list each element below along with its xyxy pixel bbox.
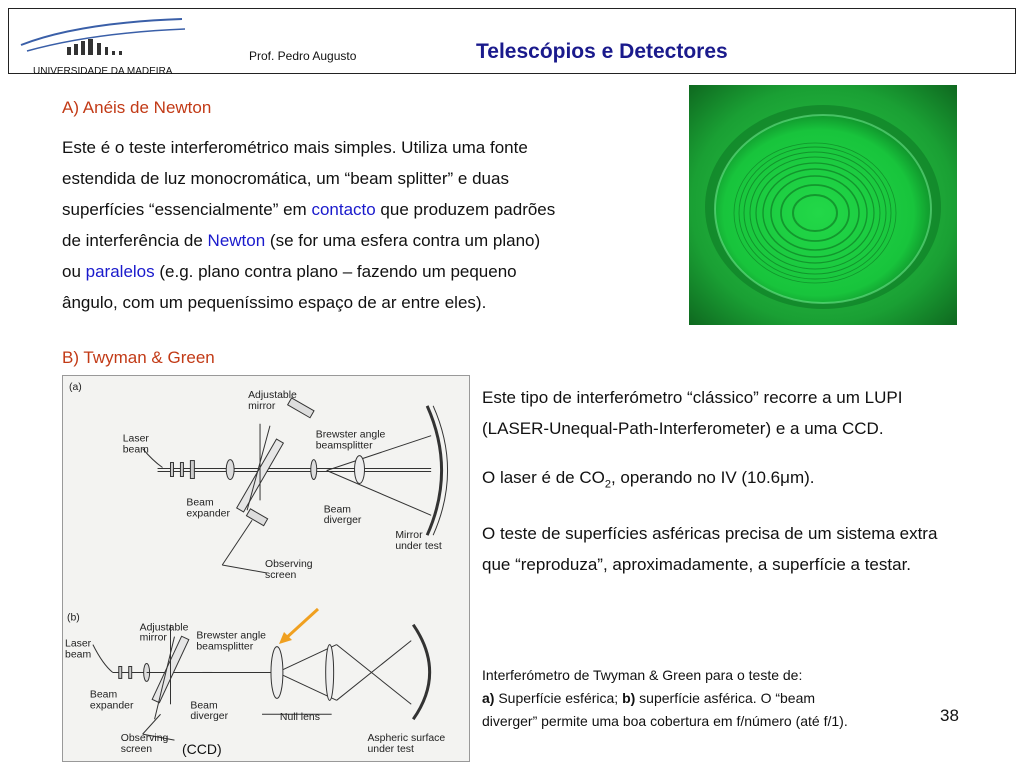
aspheric-line-2: que “reproduza”, aproximadamente, a supe… — [482, 555, 912, 574]
newton-rings-photo — [689, 85, 957, 325]
caption-line-2: a) Superfície esférica; b) superfície as… — [482, 687, 942, 710]
fig-b-laser-label-2: beam — [65, 650, 91, 661]
section-a-line: estendida de luz monocromática, um “beam… — [62, 163, 662, 194]
fig-a-expander-label: Beam — [186, 497, 213, 508]
section-a-paragraph: Este é o teste interferométrico mais sim… — [62, 132, 662, 318]
fig-a-adj-mirror-label: Adjustable — [248, 390, 297, 401]
fig-a-brewster-label: Brewster angle — [316, 430, 386, 441]
twyman-desc-paragraph: Este tipo de interferómetro “clássico” r… — [482, 382, 902, 444]
highlight-term: Newton — [207, 231, 266, 250]
laser-text-sub: 2 — [604, 478, 611, 491]
fig-b-label: (b) — [67, 613, 80, 624]
laser-text-mu: μ — [780, 468, 790, 487]
fig-a-expander-label-2: expander — [186, 508, 230, 519]
fig-b-null-lens-label: Null lens — [280, 712, 320, 723]
section-b-heading: B) Twyman & Green — [62, 348, 215, 367]
fig-a-mirror-test-label-2: under test — [395, 541, 442, 552]
aspheric-paragraph: O teste de superfícies asféricas precisa… — [482, 518, 937, 580]
highlight-term: paralelos — [85, 262, 155, 281]
caption-b-text: superfície asférica. O “beam — [635, 690, 816, 706]
text-run: que produzem padrões — [375, 200, 556, 219]
text-run: (e.g. plano contra plano – fazendo um pe… — [154, 262, 517, 281]
laser-paragraph: O laser é de CO2, operando no IV (10.6μm… — [482, 462, 814, 500]
fig-a-mirror-test-label: Mirror — [395, 530, 423, 541]
text-run: (se for uma esfera contra um plano) — [265, 231, 541, 250]
fig-b-aspheric-label-2: under test — [367, 744, 414, 755]
text-run: de interferência de — [62, 231, 208, 250]
fig-a-screen-label: Observing — [265, 559, 313, 570]
university-name: UNIVERSIDADE DA MADEIRA — [33, 66, 173, 77]
fig-a-adj-mirror-label-2: mirror — [248, 401, 276, 412]
section-a-line: superfícies “essencialmente” em contacto… — [62, 194, 662, 225]
text-run: estendida de luz monocromática, um “beam… — [62, 169, 509, 188]
section-a-heading: A) Anéis de Newton — [62, 98, 212, 117]
highlight-term: contacto — [311, 200, 376, 219]
fig-a-diverger-label-2: diverger — [324, 515, 362, 526]
fig-b-brewster-label-2: beamsplitter — [196, 642, 253, 653]
fig-b-screen-label: Observing — [121, 733, 169, 744]
twyman-green-diagram: (a) Adjustable mirror Laser beam Brewste… — [62, 375, 470, 762]
author-name: Prof. Pedro Augusto — [249, 49, 357, 63]
caption-b-bold: b) — [622, 690, 636, 706]
fig-a-diverger-label: Beam — [324, 504, 351, 515]
laser-text-end: m). — [789, 468, 815, 487]
text-run: superfícies “essencialmente” em — [62, 200, 312, 219]
laser-text-pre: O laser é de CO — [482, 468, 605, 487]
section-a-line: ou paralelos (e.g. plano contra plano – … — [62, 256, 662, 287]
section-a-line: Este é o teste interferométrico mais sim… — [62, 132, 662, 163]
fig-b-brewster-label: Brewster angle — [196, 631, 266, 642]
text-run: ângulo, com um pequeníssimo espaço de ar… — [62, 293, 487, 312]
slide-title: Telescópios e Detectores — [476, 40, 728, 63]
fig-b-laser-label: Laser — [65, 639, 92, 650]
fig-b-adj-mirror-label-2: mirror — [140, 633, 168, 644]
text-run: Este é o teste interferométrico mais sim… — [62, 138, 528, 157]
section-a-line: de interferência de Newton (se for uma e… — [62, 225, 662, 256]
slide-header: UNIVERSIDADE DA MADEIRA Prof. Pedro Augu… — [8, 8, 1016, 77]
text-run: ou — [62, 262, 86, 281]
fig-a-brewster-label-2: beamsplitter — [316, 441, 373, 452]
fig-a-laser-label: Laser — [123, 434, 150, 445]
caption-line-3: diverger” permite uma boa cobertura em f… — [482, 713, 848, 729]
fig-b-expander-label: Beam — [90, 689, 117, 700]
fig-b-diverger-label-2: diverger — [190, 711, 228, 722]
fig-b-diverger-label: Beam — [190, 700, 217, 711]
figure-caption: Interferómetro de Twyman & Green para o … — [482, 664, 942, 733]
university-logo — [20, 18, 186, 55]
fig-b-expander-label-2: expander — [90, 700, 134, 711]
section-a-line: ângulo, com um pequeníssimo espaço de ar… — [62, 287, 662, 318]
twyman-desc-line-2: (LASER-Unequal-Path-Interferometer) e a … — [482, 419, 884, 438]
fig-b-aspheric-label: Aspheric surface — [367, 733, 445, 744]
caption-a-bold: a) — [482, 690, 495, 706]
twyman-desc-line-1: Este tipo de interferómetro “clássico” r… — [482, 388, 903, 407]
caption-line-1: Interferómetro de Twyman & Green para o … — [482, 667, 803, 683]
fig-a-laser-label-2: beam — [123, 445, 149, 456]
fig-b-adj-mirror-label: Adjustable — [140, 623, 189, 634]
page-number: 38 — [940, 706, 959, 725]
aspheric-line-1: O teste de superfícies asféricas precisa… — [482, 524, 938, 543]
fig-a-label: (a) — [69, 382, 82, 393]
ccd-label: (CCD) — [182, 741, 222, 757]
fig-a-screen-label-2: screen — [265, 570, 297, 581]
laser-text-post: , operando no IV (10.6 — [610, 468, 781, 487]
fig-b-screen-label-2: screen — [121, 744, 153, 755]
caption-a-text: Superfície esférica; — [494, 690, 623, 706]
orange-pointer-arrow — [279, 607, 320, 644]
